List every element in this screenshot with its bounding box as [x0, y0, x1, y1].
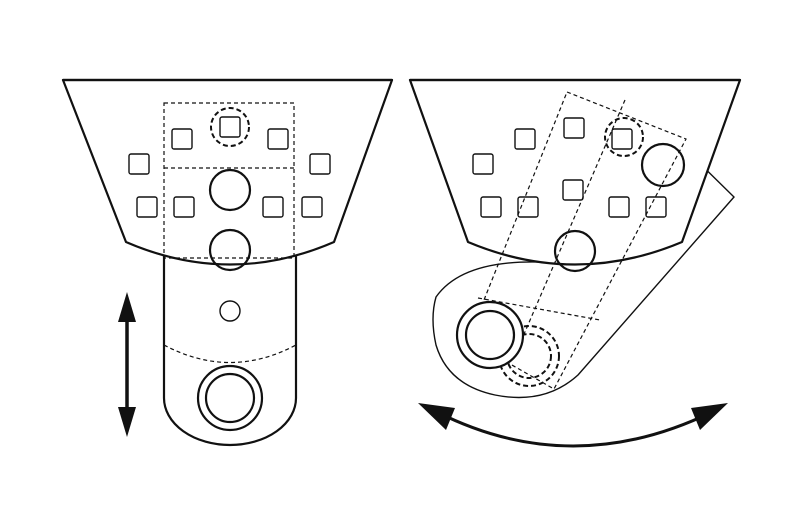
left-round-hole-upper	[208, 168, 252, 212]
right-pivot-inner-ring	[464, 309, 516, 361]
left-dashed-slot-outline	[163, 102, 295, 259]
square-hole	[309, 153, 331, 175]
right-bracket-plate	[408, 78, 742, 266]
square-hole	[645, 196, 667, 218]
square-hole	[480, 196, 502, 218]
square-hole	[514, 128, 536, 150]
left-pivot-inner-ring	[204, 372, 256, 424]
square-hole	[472, 153, 494, 175]
right-round-hole-rotated	[640, 142, 686, 188]
square-hole	[219, 116, 241, 138]
square-hole	[171, 128, 193, 150]
left-bracket-plate	[61, 78, 394, 266]
square-hole	[301, 196, 323, 218]
right-round-hole-lower	[553, 229, 597, 273]
right-square-holes	[472, 117, 667, 218]
left-slider-arm	[162, 243, 298, 447]
left-dashed-hole-marker	[210, 107, 250, 147]
double-headed-curved-arrow	[418, 403, 728, 448]
square-hole	[563, 117, 585, 139]
square-hole	[173, 196, 195, 218]
right-pivot-original-dashed	[498, 325, 560, 387]
left-square-holes	[128, 116, 331, 218]
left-round-hole-lower	[208, 228, 252, 272]
square-hole	[611, 128, 633, 150]
left-arm-small-hole	[219, 300, 241, 322]
square-hole	[517, 196, 539, 218]
left-arm-dashed-arc	[163, 344, 297, 364]
square-hole	[136, 196, 158, 218]
square-hole	[128, 153, 150, 175]
square-hole	[267, 128, 289, 150]
square-hole	[262, 196, 284, 218]
right-panel-rotational-adjustment	[408, 78, 742, 399]
right-dashed-slot-divider	[514, 99, 626, 356]
square-hole	[608, 196, 630, 218]
double-headed-vertical-arrow	[118, 292, 136, 437]
right-dashed-hole-marker	[604, 117, 644, 157]
right-dashed-slot-outline	[467, 91, 687, 390]
left-pivot-outer-ring	[196, 364, 264, 432]
square-hole	[562, 179, 584, 201]
left-panel-linear-adjustment	[61, 78, 394, 447]
